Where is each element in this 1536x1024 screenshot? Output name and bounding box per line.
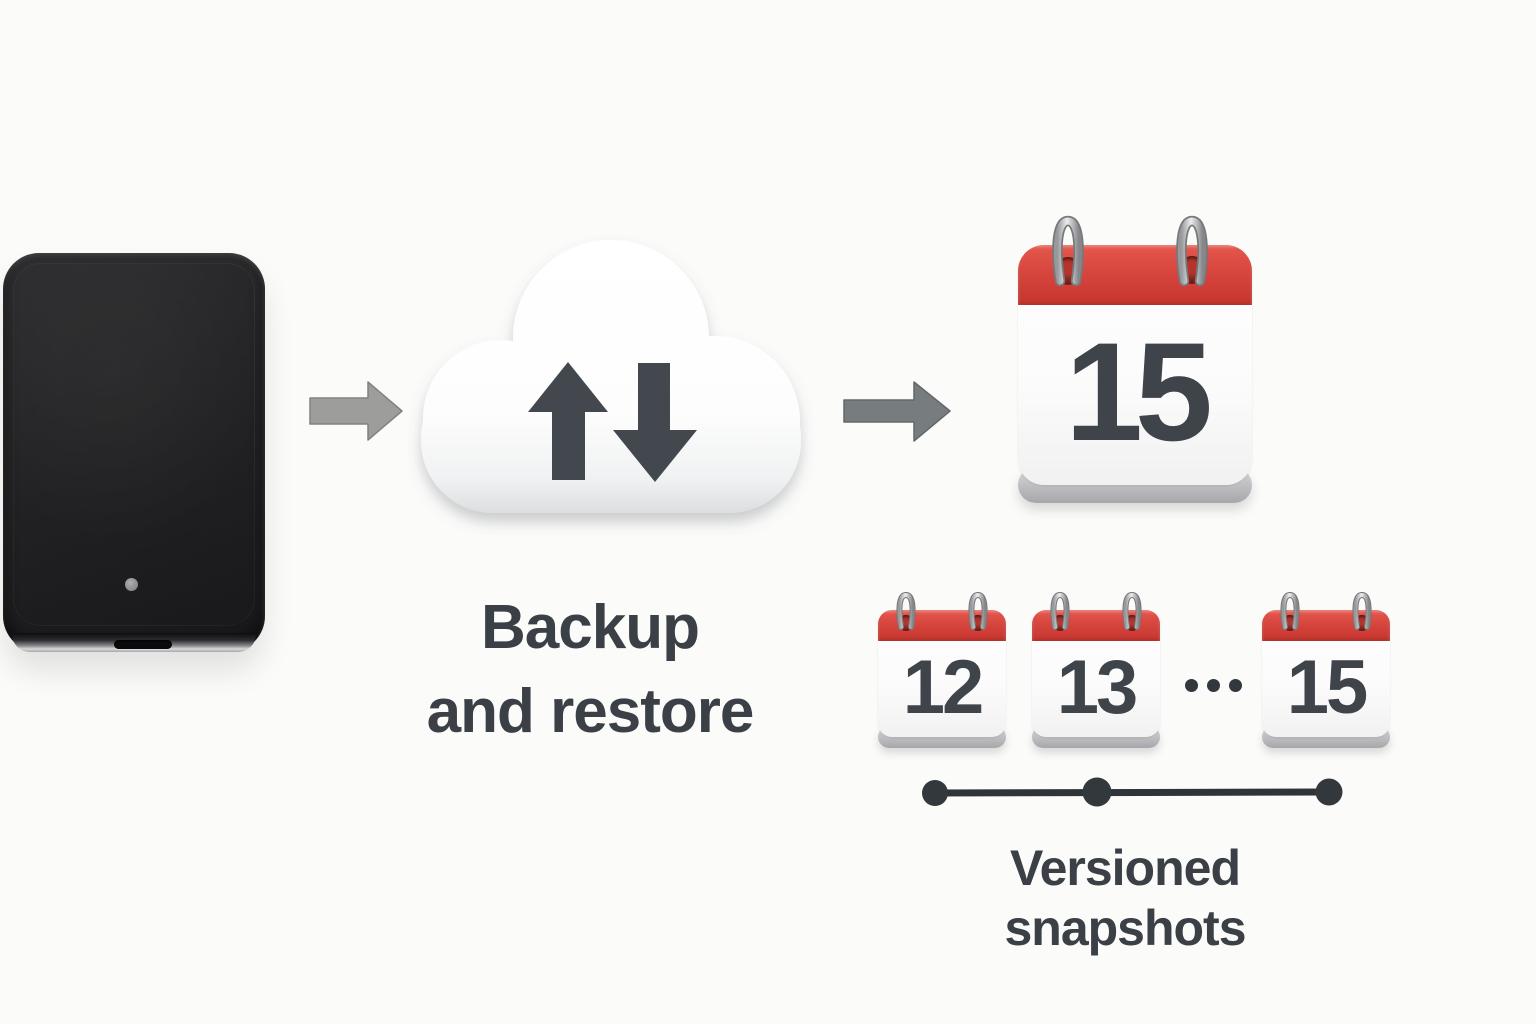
backup-restore-label-line2: and restore xyxy=(426,677,755,746)
calendar-day: 13 xyxy=(1056,644,1139,730)
calendar-face: 13 xyxy=(1032,610,1160,737)
calendar-icon-day-12: 12 xyxy=(878,591,1006,748)
calendar-ring-icon xyxy=(1176,215,1208,287)
calendar-face: 15 xyxy=(1018,245,1252,485)
flow-arrow-right-icon xyxy=(309,381,403,441)
calendar-icon-day-13: 13 xyxy=(1032,591,1160,748)
external-drive-icon xyxy=(3,253,265,652)
cloud-shape xyxy=(421,240,801,513)
flow-arrow-right-icon xyxy=(843,381,951,442)
backup-restore-label: Backup and restore xyxy=(385,586,795,754)
drive-led-icon xyxy=(125,578,138,591)
calendar-face: 15 xyxy=(1262,610,1390,737)
calendar-icon-day-15: 15 xyxy=(1018,215,1252,503)
timeline-dot xyxy=(1315,778,1343,806)
calendar-ring-icon xyxy=(1050,591,1070,630)
calendar-ring-icon xyxy=(1352,591,1372,630)
calendar-ring-icon xyxy=(1052,215,1084,287)
upload-arrow-icon xyxy=(528,362,608,480)
calendar-day: 15 xyxy=(1065,313,1213,470)
calendar-ring-icon xyxy=(1122,591,1142,630)
timeline xyxy=(922,777,1343,807)
backup-restore-label-line1: Backup xyxy=(481,593,700,662)
calendar-ring-icon xyxy=(968,591,988,630)
timeline-dot xyxy=(1082,777,1112,807)
versioned-snapshots-label: Versioned snapshots xyxy=(1004,840,1246,956)
calendar-ring-icon xyxy=(1280,591,1300,630)
calendar-day: 15 xyxy=(1286,644,1369,730)
calendar-ring-icon xyxy=(896,591,916,630)
drive-port-icon xyxy=(114,640,172,649)
cloud-sync-icon xyxy=(421,240,801,513)
ellipsis-dot xyxy=(1229,679,1242,692)
timeline-dot xyxy=(922,780,948,806)
download-arrow-icon xyxy=(613,363,697,482)
calendar-day: 12 xyxy=(902,644,985,730)
drive-surface xyxy=(13,263,255,626)
ellipsis-dot xyxy=(1185,679,1198,692)
timeline-line xyxy=(934,788,1330,797)
ellipsis-dots-icon xyxy=(1185,679,1242,692)
ellipsis-dot xyxy=(1207,679,1220,692)
calendar-icon-day-15-small: 15 xyxy=(1262,591,1390,748)
